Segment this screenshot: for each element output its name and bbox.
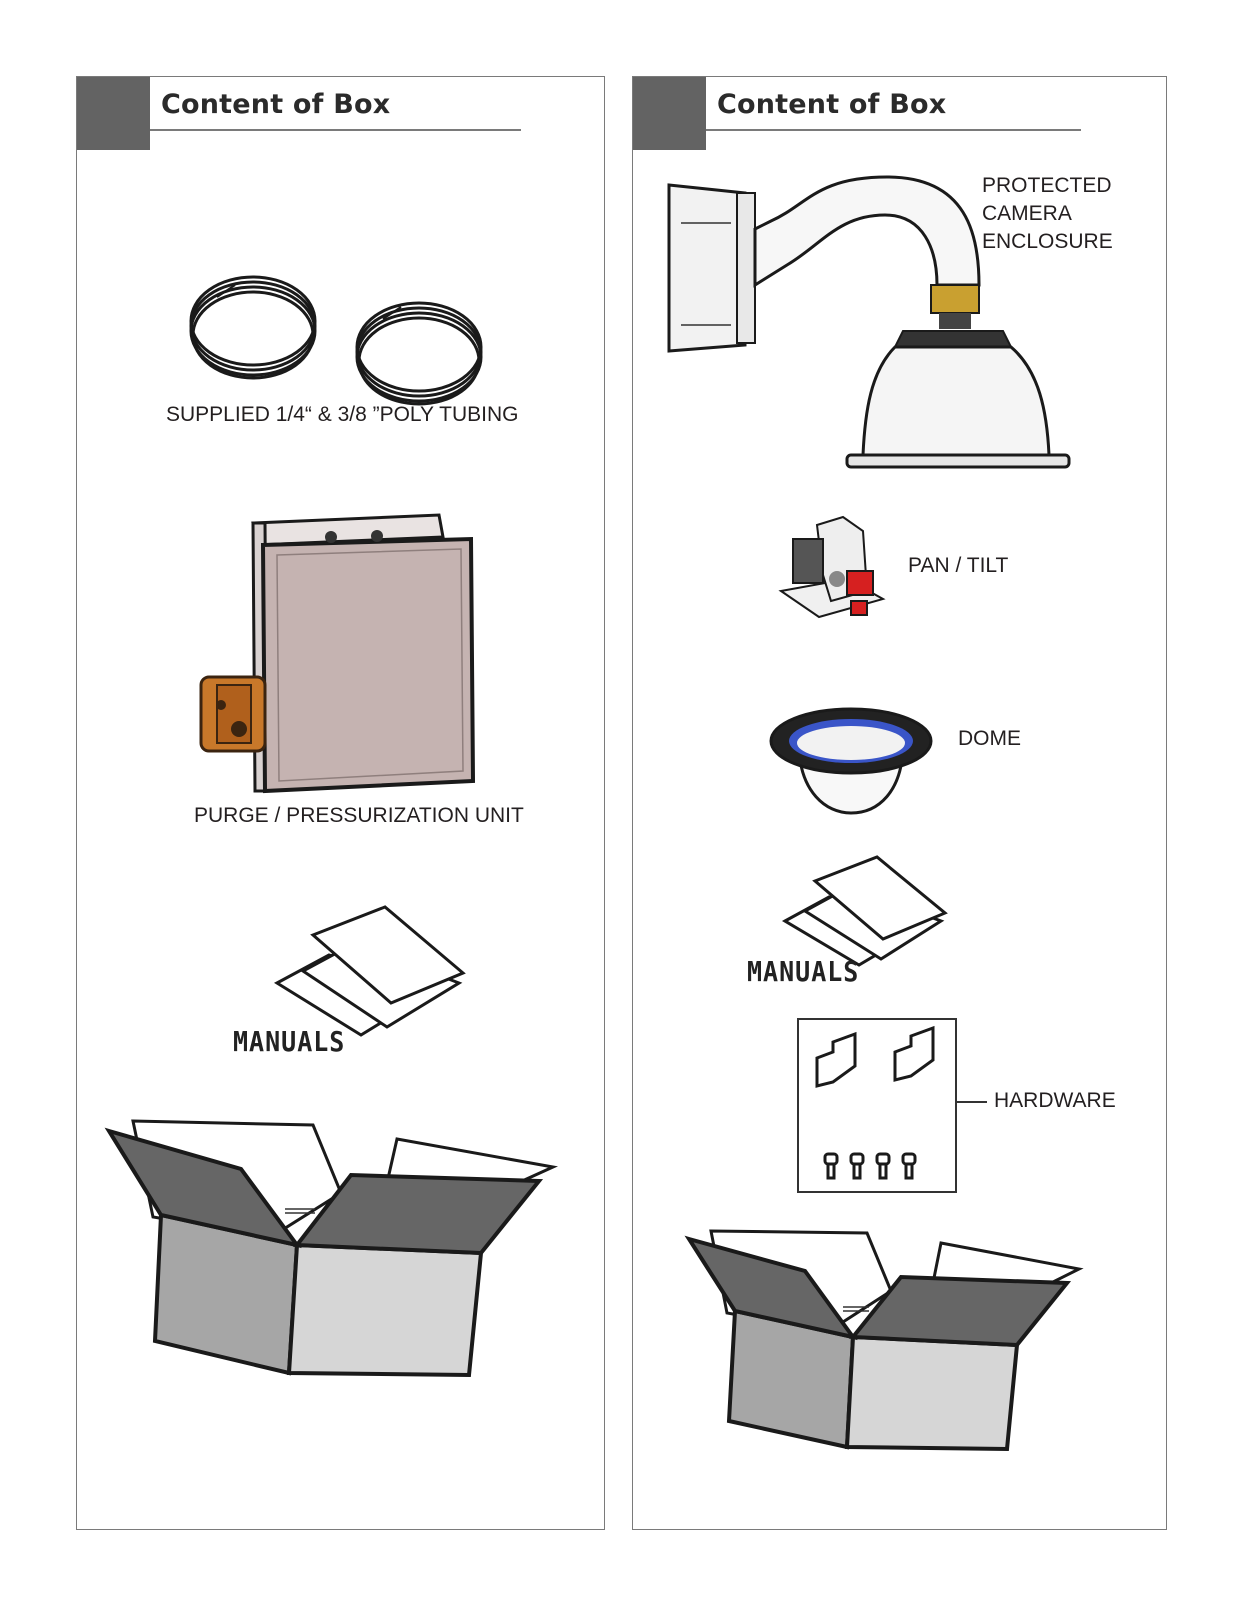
hardware-label: HARDWARE xyxy=(994,1089,1116,1112)
cardboard-box-image xyxy=(104,1119,559,1378)
camera-enclosure-image xyxy=(667,175,1071,469)
hardware-image xyxy=(815,1025,935,1180)
enclosure-label-line-3: ENCLOSURE xyxy=(982,230,1113,253)
enclosure-label-line-2: CAMERA xyxy=(982,202,1072,225)
purge-unit-label: PURGE / PRESSURIZATION UNIT xyxy=(194,804,524,827)
enclosure-label: PROTECTED CAMERA ENCLOSURE xyxy=(982,172,1113,256)
hardware-leader-line xyxy=(957,1101,987,1103)
pan-tilt-image xyxy=(778,515,886,619)
right-panel: Content of Box PROTECTED CAMERA ENCLOSUR… xyxy=(632,76,1167,1530)
poly-tubing-label: SUPPLIED 1/4“ & 3/8 ”POLY TUBING xyxy=(166,403,519,426)
manuals-label: MANUALS xyxy=(233,1025,346,1058)
manuals-label: MANUALS xyxy=(747,955,860,988)
right-panel-title: Content of Box xyxy=(717,89,947,120)
cardboard-box-image xyxy=(684,1229,1084,1452)
dome-label: DOME xyxy=(958,727,1021,750)
enclosure-label-line-1: PROTECTED xyxy=(982,174,1112,197)
left-panel-title: Content of Box xyxy=(161,89,391,120)
header-block xyxy=(77,77,150,150)
hardware-card xyxy=(797,1018,957,1193)
manuals-image xyxy=(274,905,466,1037)
header-rule xyxy=(706,129,1081,131)
header-block xyxy=(633,77,706,150)
dome-image xyxy=(769,707,933,815)
poly-tubing-image xyxy=(189,275,483,406)
pan-tilt-label: PAN / TILT xyxy=(908,554,1009,577)
manuals-image xyxy=(781,855,948,967)
left-panel: Content of Box SUPPLIED 1/4“ & 3/8 ”POLY… xyxy=(76,76,605,1530)
header-rule xyxy=(150,129,521,131)
purge-unit-image xyxy=(199,513,476,794)
